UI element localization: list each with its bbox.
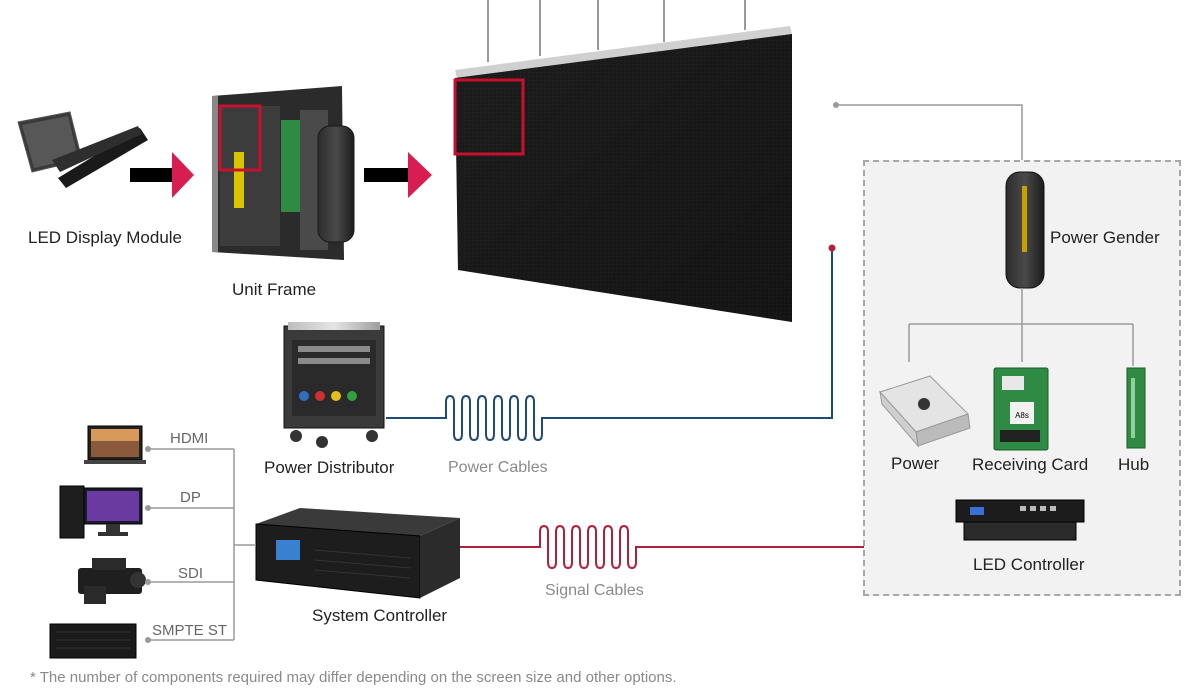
power-supply-icon xyxy=(879,375,971,448)
hub-icon xyxy=(1126,367,1146,449)
desktop-pc-icon xyxy=(59,485,143,539)
power-cable-line xyxy=(386,250,833,442)
hanging-cables xyxy=(487,0,746,62)
unit-frame-icon xyxy=(212,86,355,260)
led-controller-label: LED Controller xyxy=(973,555,1085,574)
signal-cable-line xyxy=(460,524,864,570)
power-cables-label: Power Cables xyxy=(448,459,548,476)
hub-label: Hub xyxy=(1118,455,1150,474)
system-controller-label: System Controller xyxy=(312,606,448,625)
dp-label: DP xyxy=(180,489,201,506)
led-wall-icon xyxy=(453,26,792,322)
tree-lines xyxy=(908,288,1134,366)
camcorder-icon xyxy=(78,558,146,604)
arrow-icon xyxy=(130,152,194,198)
led-controller-icon xyxy=(955,499,1085,541)
power-gender-label: Power Gender xyxy=(1050,228,1160,247)
receiving-card-icon: A8s xyxy=(993,367,1049,451)
monitor-icon xyxy=(84,425,146,464)
smpte-label: SMPTE ST xyxy=(152,622,228,639)
power-gender-icon xyxy=(1005,171,1045,289)
system-controller-icon xyxy=(255,508,460,599)
signal-cables-label: Signal Cables xyxy=(545,582,644,599)
smpte-device-icon xyxy=(49,623,137,659)
power-distributor-icon xyxy=(283,322,385,448)
unit-frame-label: Unit Frame xyxy=(232,280,317,299)
hdmi-label: HDMI xyxy=(170,430,209,447)
connector-line xyxy=(836,104,1023,160)
sdi-label: SDI xyxy=(178,565,204,582)
power-distributor-label: Power Distributor xyxy=(264,458,395,477)
receiving-card-label: Receiving Card xyxy=(972,455,1089,474)
led-module-label: LED Display Module xyxy=(28,228,183,247)
footnote: * The number of components required may … xyxy=(30,669,677,686)
power-label: Power xyxy=(891,454,940,473)
led-module-icon xyxy=(17,111,148,188)
source-connectors xyxy=(148,448,256,641)
arrow-icon xyxy=(364,152,432,198)
receiving-card-text: A8s xyxy=(1015,411,1029,420)
